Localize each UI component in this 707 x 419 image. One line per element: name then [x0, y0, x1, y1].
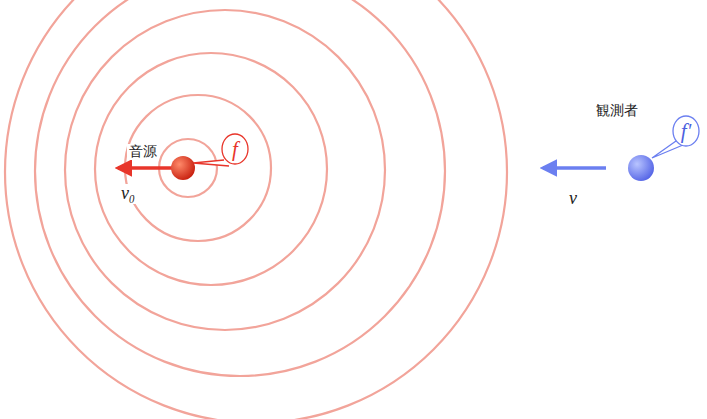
sound-source	[171, 156, 195, 180]
observer-label: 観測者	[594, 103, 640, 118]
velocity-label: v	[567, 189, 579, 209]
observer	[628, 155, 654, 181]
frequency-bubble: f	[221, 133, 249, 165]
source-label: 音源	[127, 144, 159, 159]
wavefronts	[5, 0, 507, 419]
frequency-symbol: f	[221, 139, 249, 160]
frequency-bubble: f'	[672, 115, 700, 147]
wavefront	[95, 53, 327, 285]
wavefront	[5, 0, 507, 419]
velocity-arrow	[118, 166, 172, 170]
velocity-label: v₀	[119, 184, 137, 204]
wavefront	[65, 10, 385, 330]
wavefront	[35, 0, 445, 376]
velocity-arrow	[543, 166, 606, 170]
frequency-symbol: f'	[672, 121, 700, 142]
bubble-tail	[193, 160, 229, 166]
